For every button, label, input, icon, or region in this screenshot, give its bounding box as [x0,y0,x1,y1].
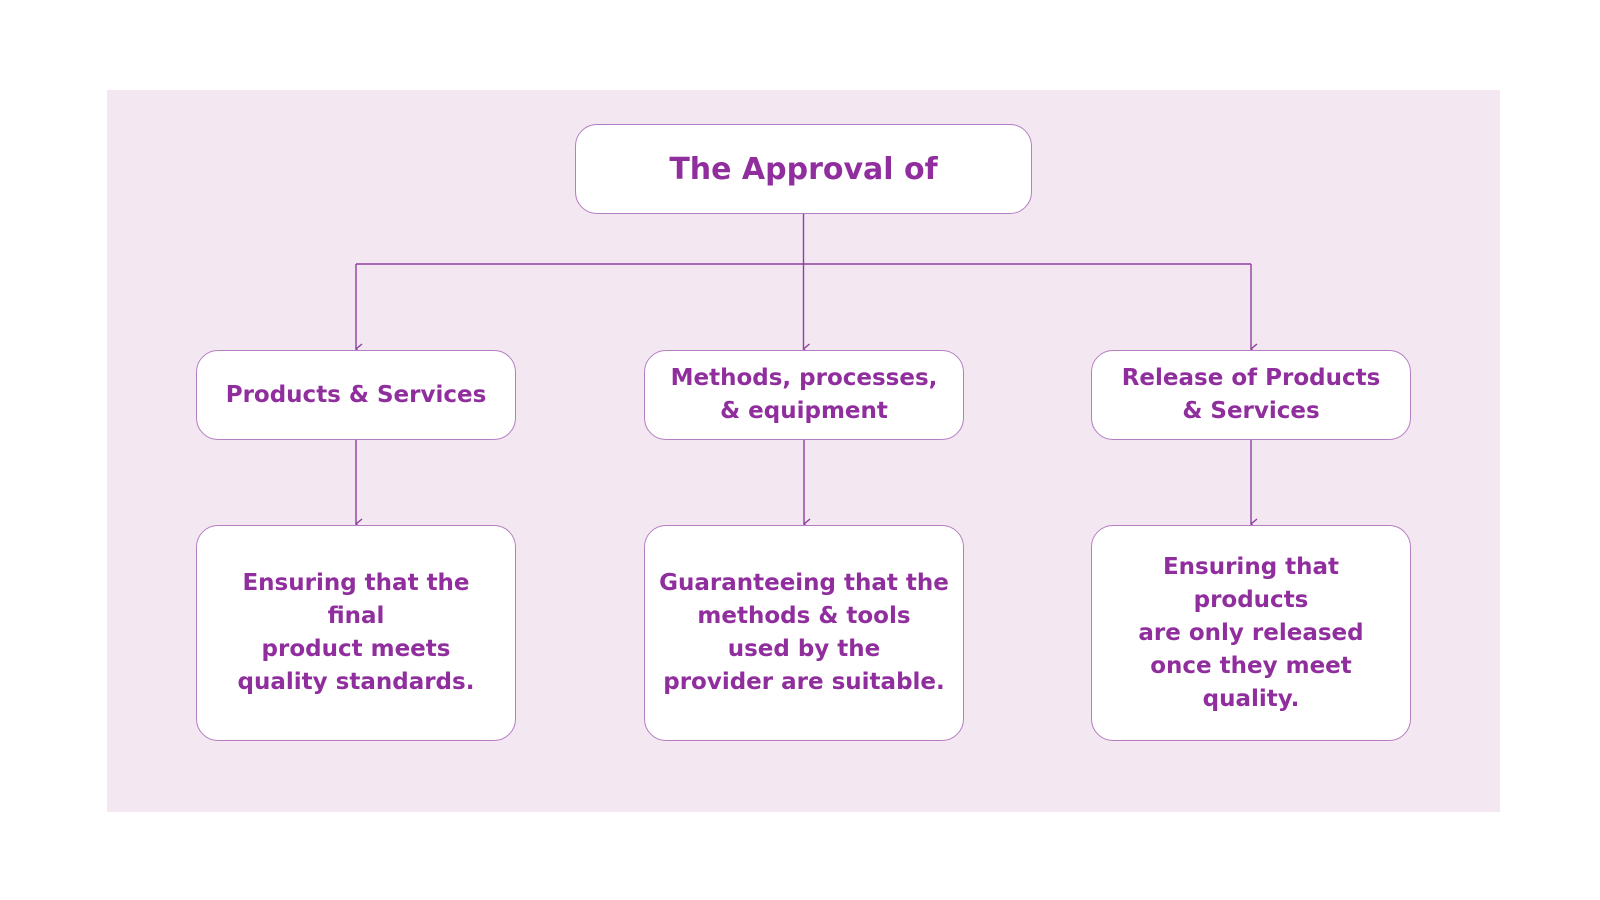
root-node-label: The Approval of [669,151,938,187]
branch-node-label: Release of Products & Services [1121,365,1381,424]
description-text: Ensuring that products are only released… [1138,553,1364,712]
description-text: Ensuring that the final product meets qu… [237,570,475,695]
branch-node-label: Products & Services [225,381,487,408]
description-text: Guaranteeing that the methods & tools us… [659,570,949,695]
description-node-release: Ensuring that products are only released… [1091,525,1411,741]
branch-node-products-services: Products & Services [196,350,516,440]
description-node-methods-processes: Guaranteeing that the methods & tools us… [644,525,964,741]
branch-node-release: Release of Products & Services [1091,350,1411,440]
branch-node-label: Methods, processes, & equipment [670,365,938,424]
root-node: The Approval of [575,124,1032,214]
branch-node-methods-processes: Methods, processes, & equipment [644,350,964,440]
description-node-products-services: Ensuring that the final product meets qu… [196,525,516,741]
